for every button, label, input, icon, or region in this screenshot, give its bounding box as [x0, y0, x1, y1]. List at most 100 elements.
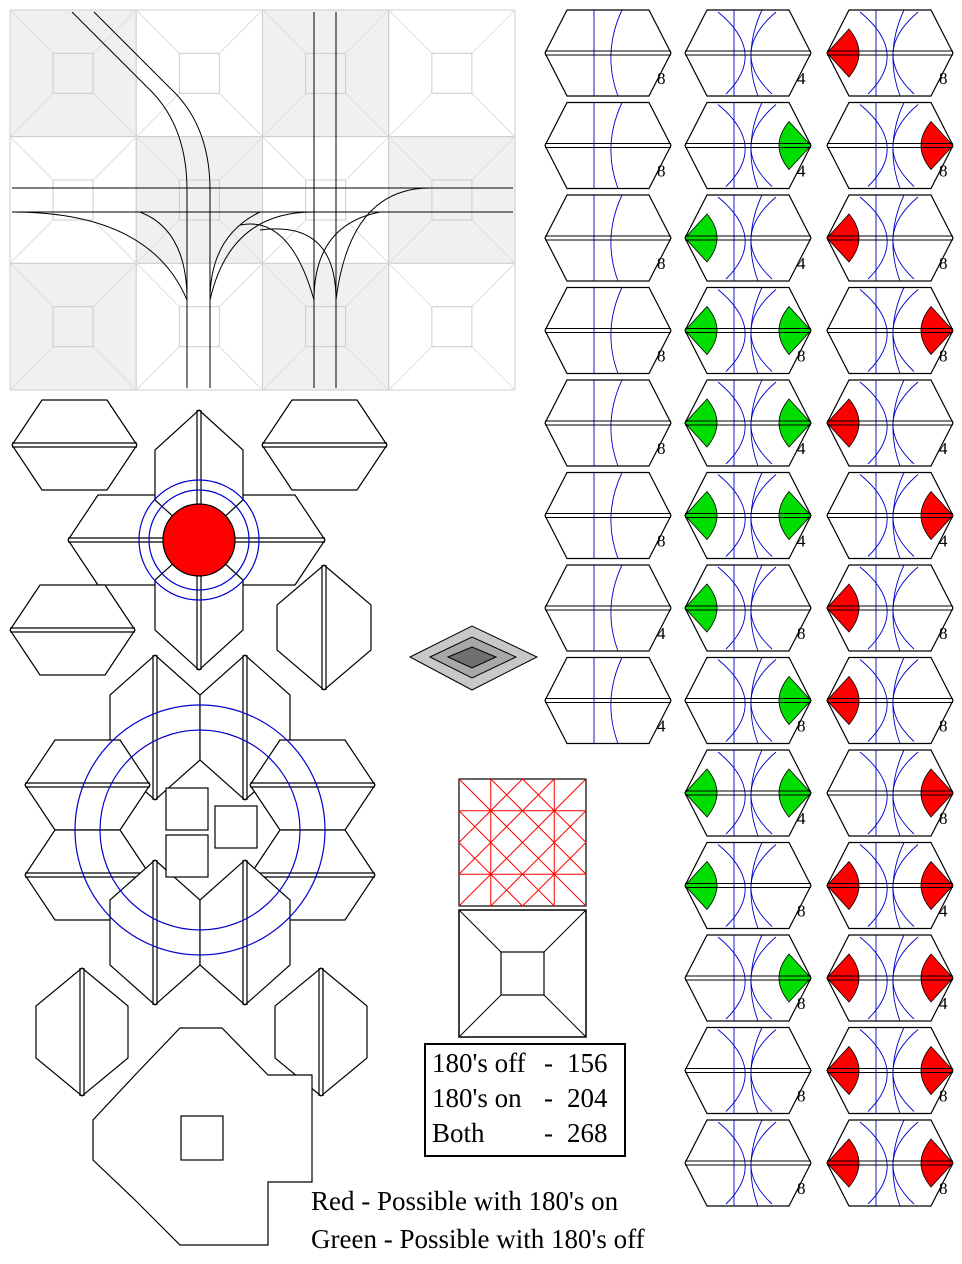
tile-track-lines: [717, 657, 777, 744]
stats-row-on: 180's on - 204: [432, 1081, 624, 1116]
right-wedge: [778, 398, 812, 448]
tile-count: 8: [797, 1179, 806, 1198]
outer-ring: [99, 729, 301, 931]
tile-center-line: [827, 50, 953, 56]
tile-outline: [544, 656, 672, 745]
tile: 8: [826, 9, 954, 97]
board-cell-diagonals: [135, 136, 263, 264]
tile-count: 8: [797, 994, 806, 1013]
tile: 8: [826, 1119, 954, 1207]
board-cell-diagonals: [135, 262, 263, 391]
tile: 8: [684, 656, 812, 745]
stats-dash: -: [544, 1118, 553, 1148]
right-wedge: [920, 768, 954, 818]
piece-vhex-line: [242, 860, 248, 1005]
small-square: [165, 834, 209, 878]
red-crease-pattern: [458, 778, 587, 907]
left-wedge: [826, 28, 860, 78]
tile-track-lines: [593, 102, 623, 189]
tile-track-lines: [593, 287, 623, 374]
stats-value: 268: [567, 1118, 608, 1148]
tile-count: 8: [797, 717, 806, 736]
tile-track-lines: [859, 842, 919, 929]
board-cell-diagonals: [262, 136, 390, 264]
tile-center-line: [827, 698, 953, 703]
board-cell-square: [178, 52, 220, 94]
stats-row-both: Both - 268: [432, 1116, 624, 1151]
tile-outline: [544, 194, 672, 282]
tile-track-lines: [859, 1119, 919, 1207]
right-wedge: [920, 953, 954, 1003]
tile-track-lines: [717, 472, 777, 559]
tile-track-lines: [717, 379, 777, 467]
tile-center-line: [545, 605, 671, 611]
left-wedge: [826, 675, 860, 726]
tile-center-line: [545, 328, 671, 333]
tile: 8: [826, 194, 954, 282]
tile-center-line: [545, 698, 671, 703]
right-wedge: [920, 860, 954, 911]
tile: 4: [826, 934, 954, 1022]
tile-outline: [826, 286, 954, 375]
tile-outline: [684, 1119, 812, 1207]
tile-center-line: [685, 420, 811, 426]
tile-center-line: [827, 420, 953, 426]
tile-outline: [544, 471, 672, 560]
tile-count: 8: [939, 162, 948, 181]
tile: 8: [544, 379, 672, 467]
piece-vhex-line: [152, 655, 158, 800]
piece-hex-line: [250, 872, 375, 878]
tile: 4: [684, 379, 812, 467]
tile-center-line: [827, 1068, 953, 1073]
track-board: [9, 9, 516, 391]
tile-track-lines: [717, 564, 777, 652]
stats-dash: -: [544, 1083, 553, 1113]
right-wedge: [778, 120, 812, 171]
tile-center-line: [685, 328, 811, 333]
tile-track-lines: [859, 194, 919, 282]
tile-track-lines: [717, 842, 777, 929]
tile-center-line: [827, 883, 953, 888]
tile-count: 8: [657, 69, 666, 88]
outer-ring: [74, 704, 326, 956]
tile-track-lines: [717, 934, 777, 1022]
tile-track-lines: [859, 1027, 919, 1114]
left-wedge: [826, 398, 860, 448]
tile: 8: [684, 841, 812, 930]
tile-outline: [826, 471, 954, 560]
board-cell-square: [431, 52, 473, 94]
right-wedge: [920, 1138, 954, 1188]
legend-green: Green - Possible with 180's off: [311, 1224, 645, 1254]
tile-track-lines: [593, 9, 623, 97]
right-wedge: [920, 120, 954, 171]
tile-count: 8: [797, 1087, 806, 1106]
tile: 4: [684, 9, 812, 97]
center-ring: [138, 479, 260, 601]
tile-center-line: [827, 790, 953, 796]
board-cell-square: [305, 179, 347, 221]
tile-track-lines: [859, 657, 919, 744]
stats-label: Both: [432, 1118, 485, 1148]
tile-track-lines: [859, 287, 919, 374]
tile: 4: [684, 749, 812, 837]
tile-count: 4: [797, 69, 806, 88]
board-cell-square: [178, 179, 220, 221]
tile-track-lines: [717, 9, 777, 97]
board-cell-square: [52, 306, 94, 348]
tile-count: 8: [939, 347, 948, 366]
tile-count: 8: [657, 439, 666, 458]
tile-count: 4: [797, 532, 806, 551]
right-wedge: [778, 675, 812, 726]
tile-center-line: [545, 420, 671, 426]
board-cell-square: [178, 306, 220, 348]
tile-track-lines: [717, 1027, 777, 1114]
piece-vhex: [274, 967, 368, 1097]
tile-outline: [684, 9, 812, 97]
board-cell-diagonals: [9, 9, 137, 138]
tile-track-lines: [859, 472, 919, 559]
tile-count: 8: [939, 69, 948, 88]
tile: 4: [826, 841, 954, 930]
piece-vhex-line: [321, 565, 327, 690]
stats-box: 180's off - 156 180's on - 204 Both - 26…: [424, 1043, 626, 1157]
